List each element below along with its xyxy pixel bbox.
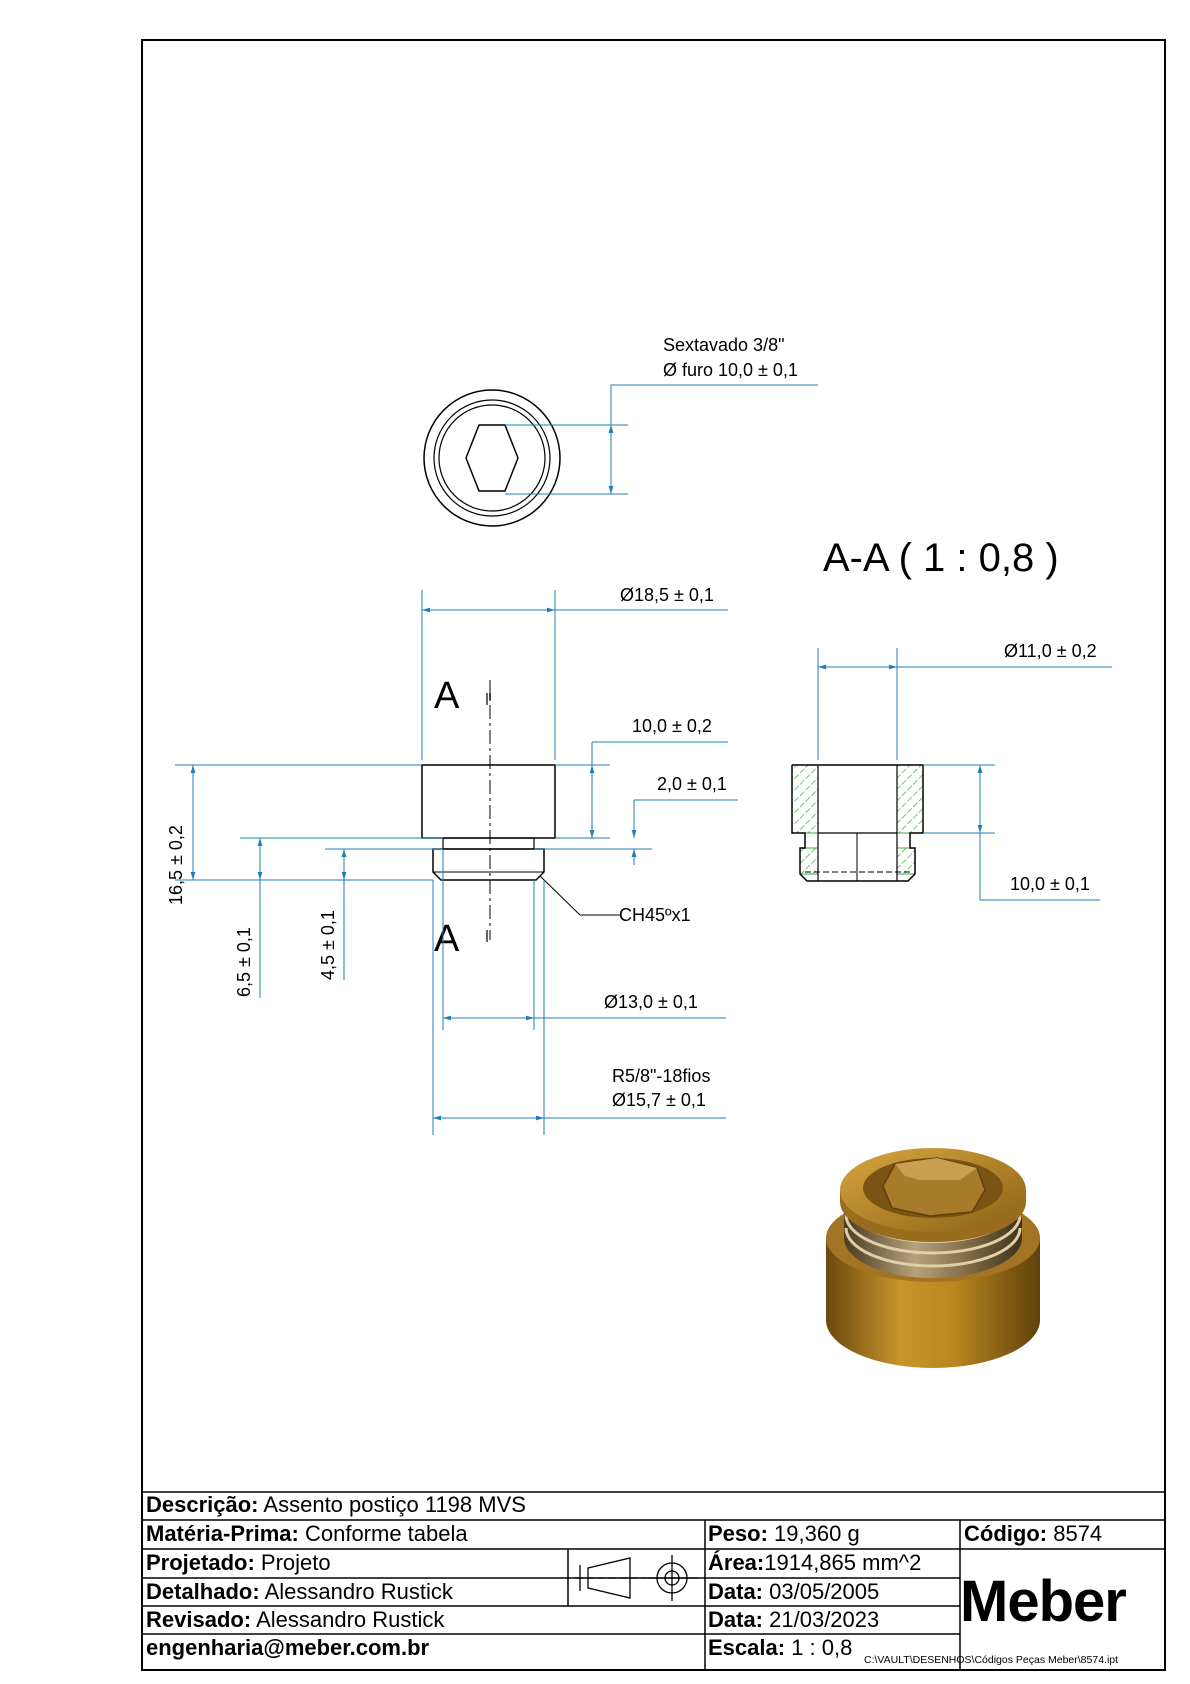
detalhado-cell: Detalhado: Alessandro Rustick	[146, 1579, 453, 1605]
revisado-value: Alessandro Rustick	[256, 1607, 445, 1632]
data2-label: Data:	[708, 1607, 764, 1632]
dim-diameter-18-5: Ø18,5 ± 0,1	[620, 585, 714, 605]
revisado-label: Revisado:	[146, 1607, 252, 1632]
email-cell: engenharia@meber.com.br	[146, 1635, 429, 1661]
hex-note-line2: Ø furo 10,0 ± 0,1	[663, 360, 798, 380]
section-title: A-A ( 1 : 0,8 )	[823, 536, 1059, 580]
email-value: engenharia@meber.com.br	[146, 1635, 430, 1660]
company-logo-text: Meber	[960, 1569, 1127, 1634]
peso-value: 19,360 g	[774, 1521, 860, 1546]
dim-height-10-0: 10,0 ± 0,2	[632, 716, 712, 736]
thread-note-line2: Ø15,7 ± 0,1	[612, 1090, 706, 1110]
materia-cell: Matéria-Prima: Conforme tabela	[146, 1521, 468, 1547]
section-view: A-A ( 1 : 0,8 ) Ø11,0 ± 0,2 10,0 ± 0,1	[791, 536, 1112, 901]
part-3d-render	[826, 1148, 1040, 1368]
data2-value: 21/03/2023	[769, 1607, 880, 1632]
data1-value: 03/05/2005	[769, 1579, 880, 1604]
materia-value: Conforme tabela	[304, 1521, 468, 1546]
detalhado-value: Alessandro Rustick	[264, 1579, 453, 1604]
dim-diameter-13-0: Ø13,0 ± 0,1	[604, 992, 698, 1012]
materia-label: Matéria-Prima:	[146, 1521, 299, 1546]
projetado-value: Projeto	[260, 1550, 331, 1575]
descricao-value: Assento postiço 1198 MVS	[263, 1492, 526, 1517]
projetado-label: Projetado:	[146, 1550, 255, 1575]
escala-cell: Escala: 1 : 0,8	[708, 1635, 852, 1661]
area-value: 1914,865 mm^2	[764, 1550, 922, 1575]
data2-cell: Data: 21/03/2023	[708, 1607, 879, 1633]
projection-symbol	[575, 1555, 698, 1601]
detalhado-label: Detalhado:	[146, 1579, 260, 1604]
codigo-label: Código:	[964, 1521, 1048, 1546]
thread-note-line1: R5/8"-18fios	[612, 1066, 710, 1086]
codigo-cell: Código: 8574	[964, 1521, 1102, 1547]
codigo-value: 8574	[1053, 1521, 1103, 1546]
peso-label: Peso:	[708, 1521, 768, 1546]
dim-height-10-0-section: 10,0 ± 0,1	[1010, 874, 1090, 894]
dim-4-5: 4,5 ± 0,1	[318, 910, 338, 980]
hex-note-line1: Sextavado 3/8"	[663, 335, 784, 355]
projetado-cell: Projetado: Projeto	[146, 1550, 331, 1576]
file-path: C:\VAULT\DESENHOS\Códigos Peças Meber\85…	[864, 1654, 1119, 1666]
descricao-cell: Descrição: Assento postiço 1198 MVS	[146, 1492, 526, 1518]
dim-6-5: 6,5 ± 0,1	[234, 927, 254, 997]
escala-value: 1 : 0,8	[791, 1635, 853, 1660]
data1-cell: Data: 03/05/2005	[708, 1579, 879, 1605]
section-mark-bottom: A	[434, 918, 460, 960]
dim-groove-2-0: 2,0 ± 0,1	[657, 774, 727, 794]
section-mark-top: A	[434, 675, 460, 717]
front-view: A A Ø18,5 ± 0,1 10,0 ± 0,2 2,0 ± 0,1 16,…	[166, 585, 738, 1135]
area-cell: Área:1914,865 mm^2	[708, 1550, 921, 1576]
peso-cell: Peso: 19,360 g	[708, 1521, 860, 1547]
dim-total-16-5: 16,5 ± 0,2	[166, 825, 186, 905]
data1-label: Data:	[708, 1579, 764, 1604]
top-view: Sextavado 3/8" Ø furo 10,0 ± 0,1	[423, 335, 818, 527]
revisado-cell: Revisado: Alessandro Rustick	[146, 1607, 444, 1633]
sheet-border	[141, 39, 1166, 1671]
dim-diameter-11-0: Ø11,0 ± 0,2	[1004, 641, 1097, 661]
escala-label: Escala:	[708, 1635, 786, 1660]
area-label: Área:	[708, 1550, 765, 1575]
chamfer-note: CH45ºx1	[619, 905, 691, 925]
descricao-label: Descrição:	[146, 1492, 259, 1517]
title-block-grid	[142, 1491, 1165, 1670]
